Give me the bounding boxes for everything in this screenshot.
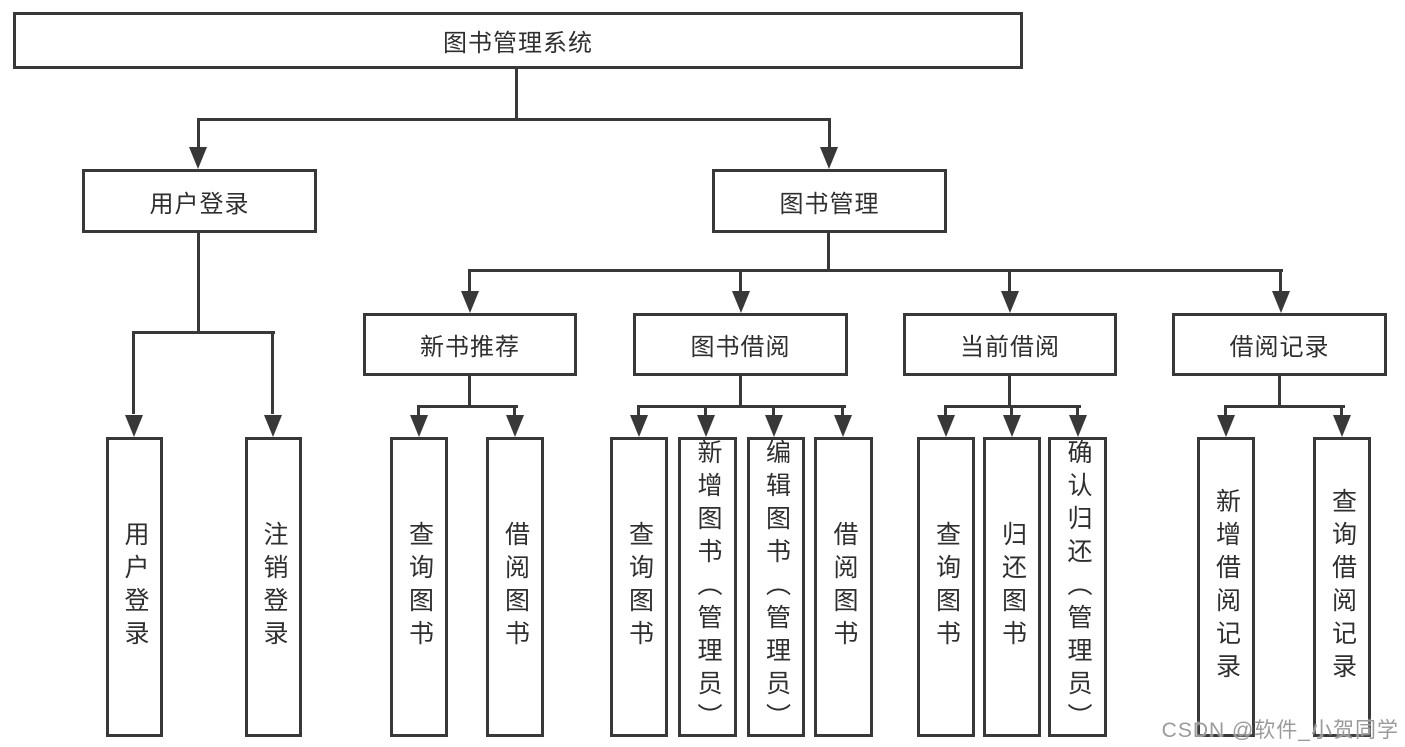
leaf-label: 借阅图书 (830, 521, 858, 653)
connector-line (944, 405, 947, 416)
node-user-login: 用户登录 (82, 169, 317, 233)
arrow-down-icon (1217, 415, 1235, 437)
connector-line (827, 233, 830, 271)
leaf-add-borrow-record: 新增借阅记录 (1197, 437, 1255, 737)
node-current-borrowing: 当前借阅 (903, 313, 1117, 376)
leaf-label: 新增借阅记录 (1212, 488, 1241, 686)
leaf-label: 确认归还（管理员） (1064, 438, 1092, 736)
leaf-label: 归还图书 (998, 521, 1027, 653)
connector-line (1279, 269, 1282, 291)
arrow-down-icon (1272, 291, 1290, 313)
leaf-user-login: 用户登录 (106, 437, 163, 737)
arrow-down-icon (937, 415, 955, 437)
connector-line (1008, 376, 1011, 407)
connector-line (132, 331, 275, 334)
connector-line (739, 269, 742, 291)
node-label: 当前借阅 (960, 334, 1060, 361)
connector-line (1008, 269, 1011, 291)
connector-line (1076, 405, 1079, 416)
node-label: 图书管理 (779, 190, 880, 218)
node-label: 图书借阅 (690, 334, 791, 361)
arrow-down-icon (1003, 415, 1021, 437)
leaf-borrow-books: 借阅图书 (814, 437, 873, 737)
leaf-confirm-return-admin: 确认归还（管理员） (1048, 437, 1107, 737)
arrow-down-icon (264, 415, 282, 437)
connector-line (417, 405, 420, 416)
connector-line (468, 269, 1283, 272)
arrow-down-icon (125, 415, 143, 437)
connector-line (637, 405, 640, 416)
node-book-borrowing: 图书借阅 (633, 313, 848, 376)
connector-line (132, 331, 135, 414)
leaf-label: 借阅图书 (501, 521, 530, 653)
connector-line (704, 405, 707, 416)
connector-line (271, 331, 274, 414)
leaf-logout: 注销登录 (245, 437, 302, 737)
leaf-label: 查询借阅记录 (1328, 488, 1357, 686)
arrow-down-icon (697, 415, 715, 437)
arrow-down-icon (410, 415, 428, 437)
leaf-label: 查询图书 (625, 521, 654, 653)
csdn-watermark: CSDN @软件_小贺同学 (1161, 719, 1399, 742)
connector-line (197, 118, 200, 150)
leaf-label: 编辑图书（管理员） (762, 438, 791, 736)
connector-line (1224, 405, 1227, 416)
arrow-down-icon (820, 147, 838, 169)
connector-line (1224, 405, 1345, 408)
leaf-query-books-borrow: 查询图书 (610, 437, 668, 737)
leaf-query-borrow-record: 查询借阅记录 (1313, 437, 1371, 737)
leaf-query-books-current: 查询图书 (917, 437, 975, 737)
arrow-down-icon (630, 415, 648, 437)
leaf-edit-book-admin: 编辑图书（管理员） (747, 437, 805, 737)
arrow-down-icon (189, 147, 207, 169)
connector-line (1010, 405, 1013, 416)
leaf-borrow-books-recommend: 借阅图书 (486, 437, 544, 737)
connector-line (468, 376, 471, 407)
node-label: 图书管理系统 (443, 30, 593, 57)
connector-line (515, 69, 518, 121)
node-book-management: 图书管理 (712, 169, 947, 233)
connector-line (197, 118, 831, 121)
connector-line (197, 233, 200, 333)
node-new-book-recommendation: 新书推荐 (363, 313, 577, 376)
leaf-label: 新增图书（管理员） (694, 438, 722, 736)
leaf-label: 用户登录 (121, 521, 149, 653)
node-book-management-system: 图书管理系统 (13, 12, 1023, 69)
arrow-down-icon (506, 415, 524, 437)
node-label: 新书推荐 (420, 334, 520, 361)
arrow-down-icon (765, 415, 783, 437)
leaf-return-books: 归还图书 (983, 437, 1041, 737)
connector-line (739, 376, 742, 407)
leaf-query-books-recommend: 查询图书 (390, 437, 448, 737)
connector-line (468, 269, 471, 291)
leaf-label: 查询图书 (932, 521, 961, 653)
connector-line (637, 405, 846, 408)
arrow-down-icon (834, 415, 852, 437)
connector-line (513, 405, 516, 416)
arrow-down-icon (732, 291, 750, 313)
leaf-label: 注销登录 (260, 521, 288, 653)
arrow-down-icon (1333, 415, 1351, 437)
connector-line (1340, 405, 1343, 416)
arrow-down-icon (461, 291, 479, 313)
node-label: 借阅记录 (1229, 334, 1330, 361)
connector-line (772, 405, 775, 416)
node-label: 用户登录 (149, 190, 250, 218)
connector-line (841, 405, 844, 416)
connector-line (828, 118, 831, 150)
node-borrowing-records: 借阅记录 (1172, 313, 1387, 376)
connector-line (417, 405, 518, 408)
connector-line (1278, 376, 1281, 407)
arrow-down-icon (1001, 291, 1019, 313)
leaf-add-book-admin: 新增图书（管理员） (678, 437, 737, 737)
leaf-label: 查询图书 (405, 521, 434, 653)
arrow-down-icon (1069, 415, 1087, 437)
